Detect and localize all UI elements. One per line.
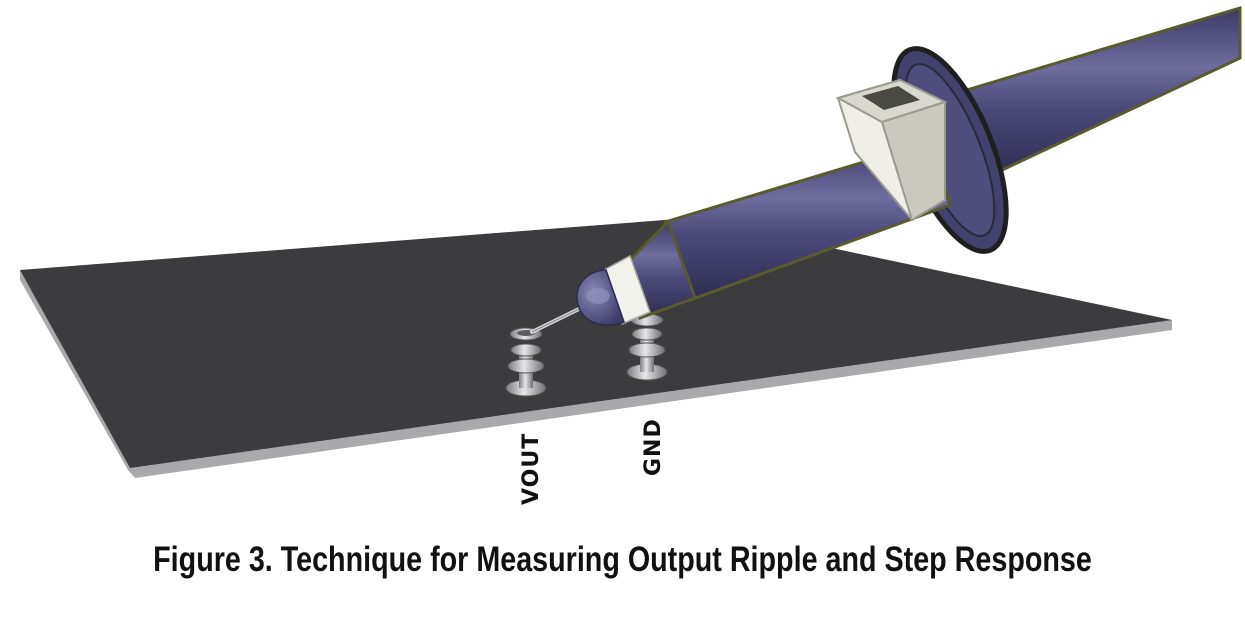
pcb-board [20, 218, 1172, 478]
board-top [20, 218, 1172, 468]
figure-caption: Figure 3. Technique for Measuring Output… [153, 540, 1092, 579]
gnd-label: GND [641, 418, 666, 476]
gnd-test-pin [626, 313, 668, 381]
probe-measurement-diagram: VOUT GND [20, 5, 1242, 505]
vout-label: VOUT [519, 433, 544, 505]
oscilloscope-probe [530, 5, 1242, 334]
probe-ground-collar [835, 78, 948, 222]
